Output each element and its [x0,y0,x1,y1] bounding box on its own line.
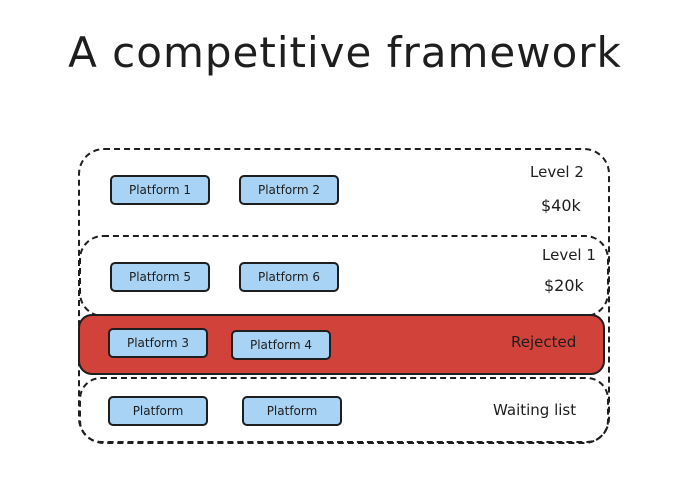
diagram-title: A competitive framework [68,28,622,77]
platform-1-box: Platform 1 [110,175,210,205]
level-2-amount: $40k [541,196,581,215]
platform-6-box: Platform 6 [239,262,339,292]
level-1-amount: $20k [544,276,584,295]
waiting-list-region [79,377,609,443]
waiting-platform-box-1: Platform [108,396,208,426]
rejected-label: Rejected [511,333,577,351]
waiting-list-label: Waiting list [493,401,577,419]
level-1-label: Level 1 [542,246,596,264]
platform-5-box: Platform 5 [110,262,210,292]
platform-2-box: Platform 2 [239,175,339,205]
platform-4-box: Platform 4 [231,330,331,360]
level-2-label: Level 2 [530,163,584,181]
waiting-platform-box-2: Platform [242,396,342,426]
platform-3-box: Platform 3 [108,328,208,358]
